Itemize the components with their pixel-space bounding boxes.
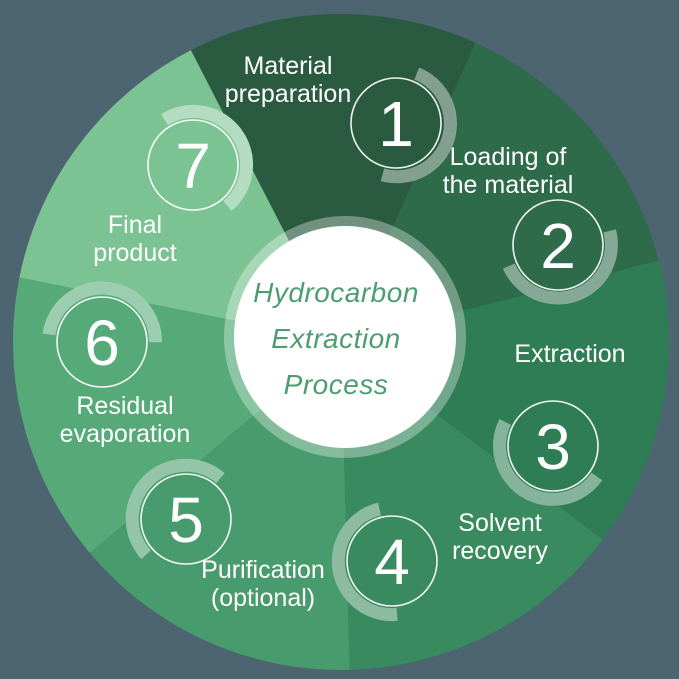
- badge-circle-4: [346, 515, 438, 607]
- badge-discs: [42, 63, 618, 621]
- step-number-2: 2: [540, 210, 576, 282]
- badge-disc-2: [498, 185, 618, 305]
- step-number-1: 1: [378, 88, 414, 160]
- badge-disc-3: [493, 386, 613, 506]
- badge-arc-1: [380, 67, 457, 184]
- center-circle: [234, 226, 456, 448]
- step-label-5-line-2: (optional): [211, 584, 315, 612]
- badge-circle-1: [350, 77, 442, 169]
- badge-arc-6: [42, 281, 163, 343]
- step-label-3-line-1: Extraction: [514, 340, 625, 368]
- badge-circle-5: [140, 473, 232, 565]
- step-labels: Material preparation Loading of the mate…: [60, 52, 626, 612]
- step-label-5-line-1: Purification: [201, 556, 325, 584]
- badge-disc-7: [133, 105, 253, 225]
- badge-arc-7: [161, 104, 254, 211]
- badge-circle-7: [147, 119, 239, 211]
- center-title-line-3: Process: [284, 369, 389, 400]
- step-label-7-line-1: Final: [108, 211, 162, 239]
- badge-disc-4: [332, 501, 452, 621]
- badge-arc-2: [502, 229, 618, 305]
- step-label-7-line-2: product: [93, 239, 176, 267]
- step-label-1-line-1: Material: [244, 52, 333, 80]
- center-title-line-2: Extraction: [271, 323, 401, 354]
- badge-arc-5: [125, 458, 225, 560]
- badge-circle-2: [512, 199, 604, 291]
- badge-arc-4: [331, 502, 398, 622]
- step-label-6-line-2: evaporation: [60, 420, 191, 448]
- badge-disc-6: [42, 282, 162, 402]
- badge-disc-1: [336, 63, 456, 183]
- step-label-4-line-2: recovery: [452, 537, 548, 565]
- step-label-6-line-1: Residual: [76, 392, 173, 420]
- badge-circle-3: [507, 400, 599, 492]
- step-numbers: 1 2 3 4 5 6 7: [84, 88, 576, 598]
- step-number-4: 4: [374, 526, 410, 598]
- step-label-2-line-2: the material: [443, 171, 574, 199]
- badge-circle-6: [56, 296, 148, 388]
- badge-outlines: [56, 77, 604, 607]
- badge-disc-5: [126, 459, 246, 579]
- center-title-line-1: Hydrocarbon: [253, 277, 419, 308]
- step-number-5: 5: [168, 484, 204, 556]
- center-hub: Hydrocarbon Extraction Process: [224, 216, 466, 458]
- badge-arc-3: [493, 418, 603, 506]
- badge-arcs: [42, 67, 618, 622]
- step-number-3: 3: [535, 411, 571, 483]
- step-label-2-line-1: Loading of: [450, 143, 567, 171]
- step-label-1-line-2: preparation: [225, 80, 351, 108]
- step-label-4-line-1: Solvent: [458, 509, 541, 537]
- step-number-7: 7: [175, 130, 211, 202]
- step-number-6: 6: [84, 307, 120, 379]
